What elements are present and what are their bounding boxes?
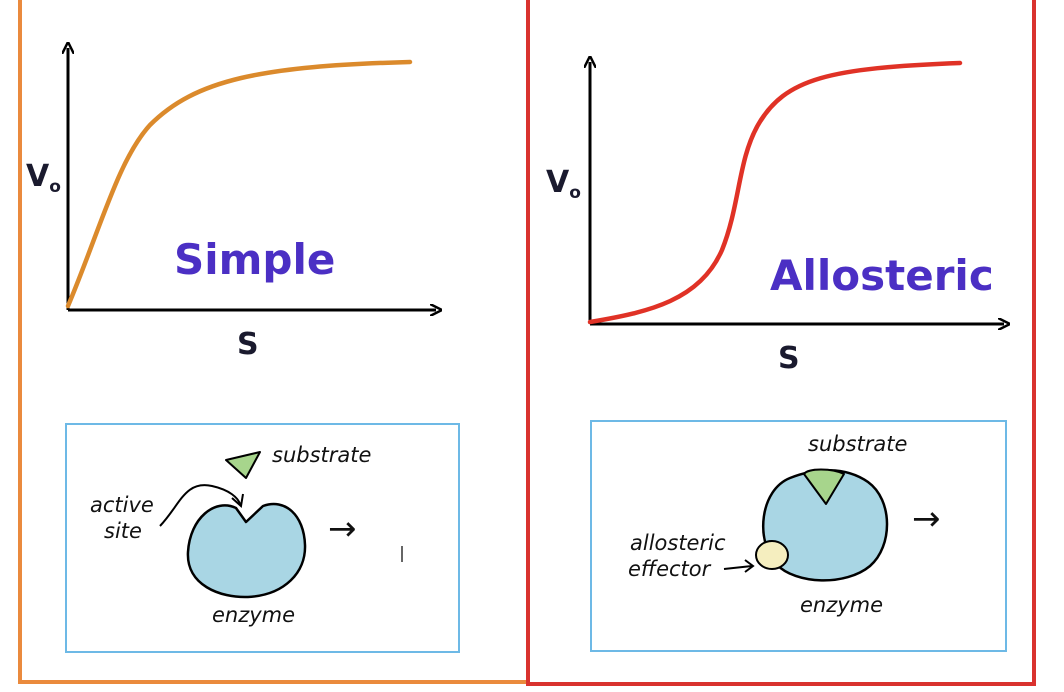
allosteric-enzyme-diagram: substrate allosteric effector enzyme → <box>590 420 1007 652</box>
allosteric-substrate-label: substrate <box>808 432 907 456</box>
effector-pointer <box>723 565 753 570</box>
allosteric-enzyme-label: enzyme <box>800 593 883 617</box>
allosteric-right-arrow: → <box>912 499 941 539</box>
effector-pointer-head <box>744 559 755 573</box>
simple-active-site-label: active site <box>90 493 161 543</box>
allosteric-curve <box>587 60 963 325</box>
simple-xlabel: S <box>237 327 259 362</box>
allosteric-xlabel: S <box>778 341 800 376</box>
allosteric-graph: Vo S Allosteric <box>546 62 1004 376</box>
simple-enzyme-label: enzyme <box>212 603 295 627</box>
allosteric-enzyme-shape <box>762 469 889 582</box>
allosteric-panel <box>526 0 1036 686</box>
simple-substrate-shape <box>225 451 261 479</box>
allosteric-ylabel: Vo <box>546 165 581 203</box>
simple-enzyme-shape <box>186 502 307 599</box>
active-site-pointer-head <box>231 493 244 508</box>
simple-ylabel: Vo <box>26 159 61 197</box>
allosteric-substrate-shape <box>803 468 845 505</box>
simple-substrate-label: substrate <box>272 443 371 467</box>
simple-enzyme-diagram: substrate active site enzyme → <box>65 423 460 653</box>
simple-graph: Vo S Simple <box>26 48 436 362</box>
simple-right-arrow: → <box>328 509 357 549</box>
allosteric-title: Allosteric <box>770 251 994 300</box>
allosteric-effector-label: allosteric effector <box>628 531 732 581</box>
allosteric-effector-shape <box>755 540 789 570</box>
simple-curve <box>65 59 413 309</box>
active-site-pointer <box>159 484 241 527</box>
simple-title: Simple <box>174 235 335 284</box>
